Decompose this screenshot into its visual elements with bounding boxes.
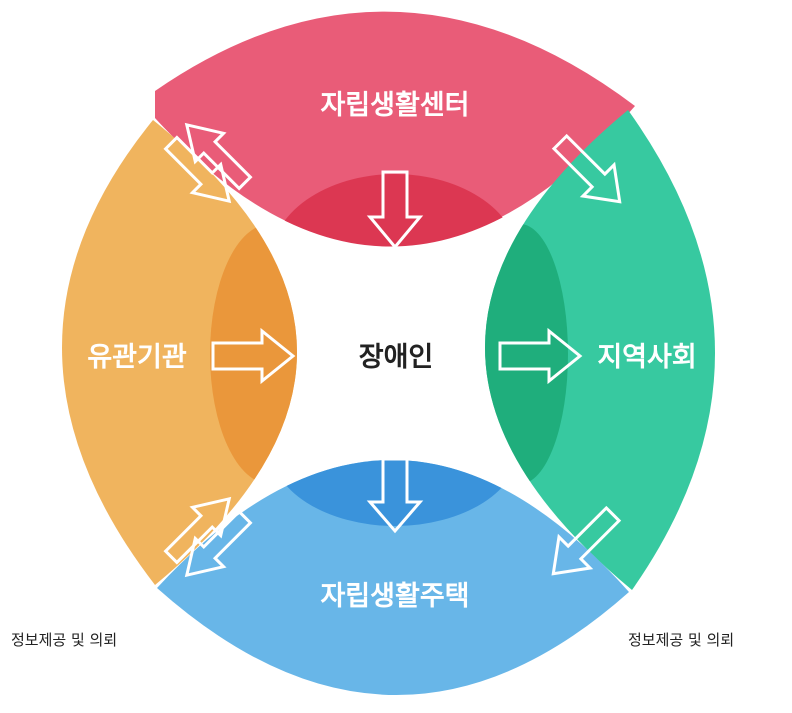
segment-bottom — [157, 459, 629, 696]
arrow-down-bottom-icon — [366, 457, 424, 534]
double-arrow-top-left-icon — [163, 122, 253, 204]
segment-left-inner — [210, 224, 298, 484]
segment-top-outer — [155, 11, 635, 247]
arrow-right-left-icon — [211, 327, 296, 385]
arrow-down-top-icon — [366, 170, 424, 250]
arrow-top-right-icon — [551, 133, 622, 204]
segment-left — [61, 120, 298, 585]
note-right: 정보제공 및 의뢰 — [628, 631, 735, 649]
segment-top — [155, 11, 635, 247]
note-left: 정보제공 및 의뢰 — [11, 631, 118, 649]
segment-right-outer — [484, 110, 716, 590]
segment-left-outer — [61, 120, 298, 585]
segment-top-inner — [270, 174, 520, 247]
double-arrow-bottom-left-icon — [163, 496, 253, 578]
label-left: 유관기관 — [87, 342, 187, 373]
label-right: 지역사회 — [597, 342, 696, 373]
arrow-bottom-right-icon — [551, 505, 622, 576]
segment-bottom-outer — [157, 459, 629, 696]
arrow-right-center-icon — [498, 327, 583, 385]
segment-right-inner — [484, 224, 568, 484]
label-top: 자립생활센터 — [320, 90, 469, 121]
label-bottom: 자립생활주택 — [320, 581, 469, 612]
segment-bottom-inner — [270, 459, 520, 526]
label-center: 장애인 — [359, 342, 434, 373]
